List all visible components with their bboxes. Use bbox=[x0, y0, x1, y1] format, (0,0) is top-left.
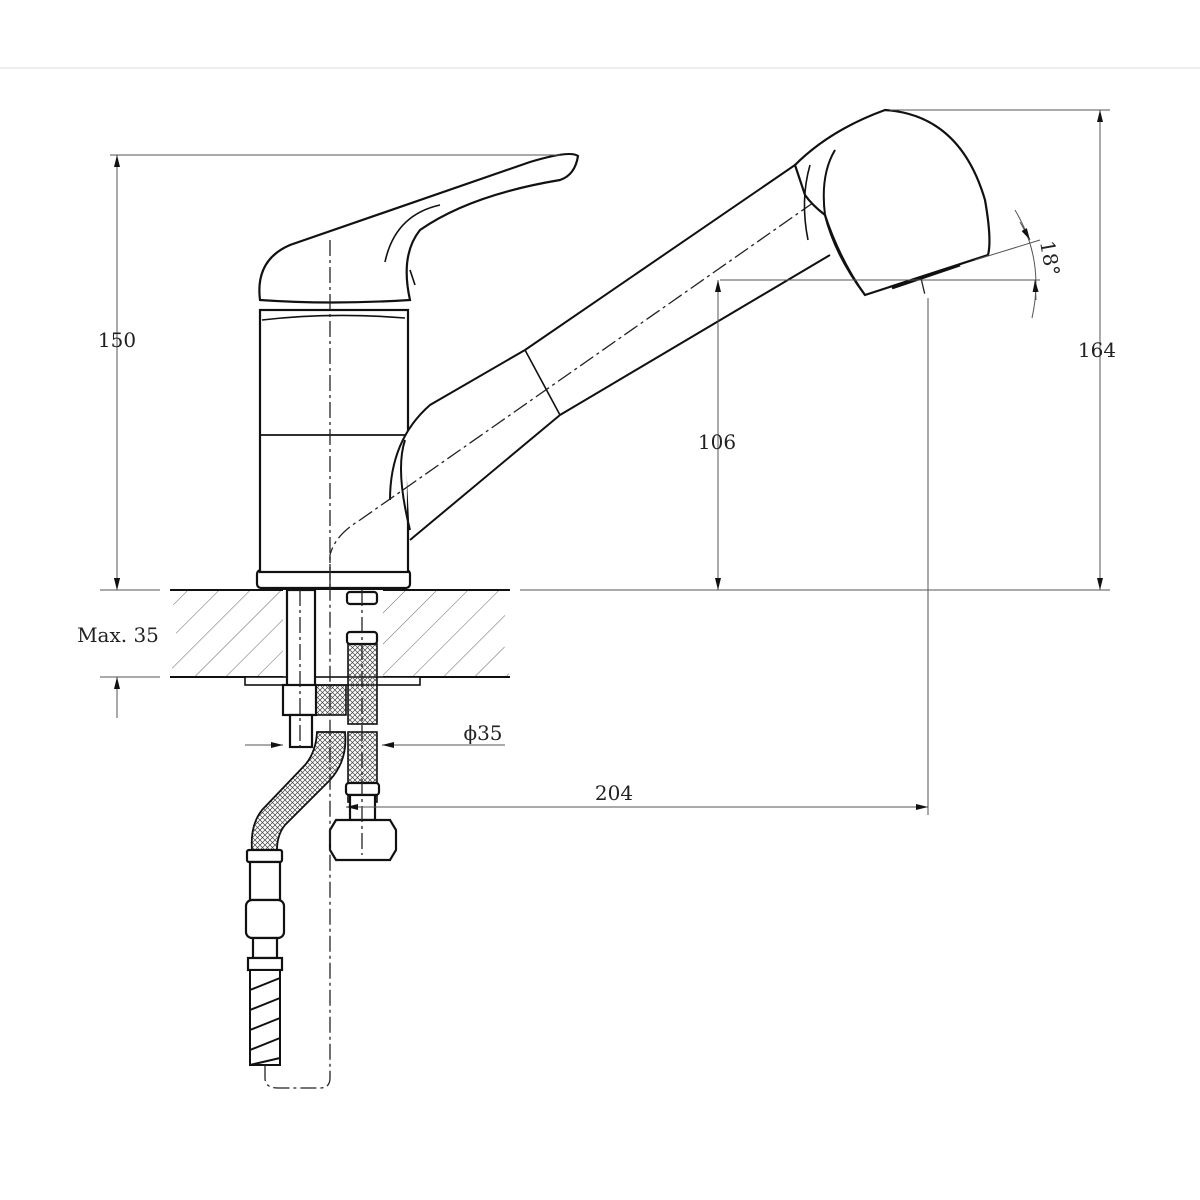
dim-lever-height: 150 bbox=[98, 328, 136, 352]
countertop-section bbox=[170, 589, 510, 686]
spray-head bbox=[793, 108, 991, 297]
faucet-body bbox=[255, 308, 412, 590]
dim-spout-reach: 204 bbox=[595, 781, 633, 805]
dim-total-height: 164 bbox=[1078, 338, 1116, 362]
dim-head-angle: 18° bbox=[1035, 239, 1065, 278]
dim-spout-height: 106 bbox=[698, 430, 736, 454]
dim-countertop-thickness: Max. 35 bbox=[77, 623, 159, 647]
mounting-hardware bbox=[244, 588, 398, 1089]
dimension-lines bbox=[100, 109, 1110, 815]
dim-hole-diameter: ϕ35 bbox=[463, 721, 502, 745]
lever-handle bbox=[258, 152, 580, 590]
